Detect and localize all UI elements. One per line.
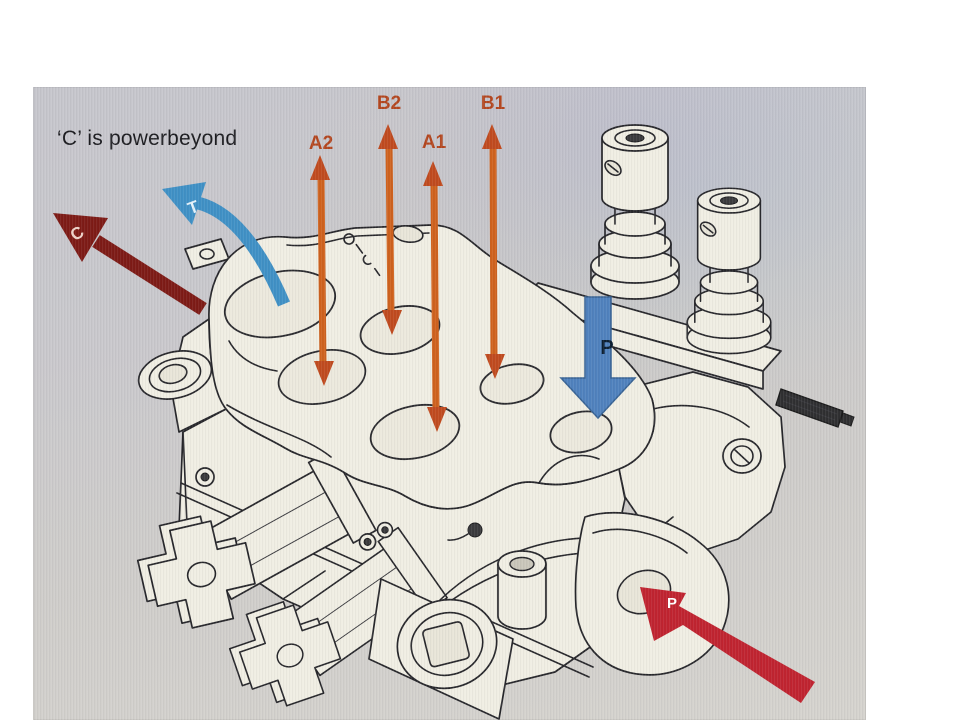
port-label-p-inlet: P	[666, 595, 677, 612]
t-arrow	[162, 182, 290, 307]
annotation-arrows	[53, 124, 815, 703]
port-label-b1: B1	[480, 93, 506, 114]
port-label-p-pressure: P	[600, 337, 614, 359]
c-arrow	[53, 213, 207, 315]
right-face-plug	[722, 438, 762, 474]
a2-arrow	[310, 155, 334, 386]
valve-diagram-svg	[53, 124, 855, 720]
port-b2-opening	[359, 305, 441, 355]
caption-powerbeyond: ‘C’ is powerbeyond	[57, 127, 238, 150]
port-label-a2: A2	[308, 133, 334, 154]
valve-photo: ‘C’ is powerbeyond C T A2 B2 A1 B1 P P	[33, 87, 866, 720]
spool-socket-disc	[396, 598, 498, 690]
port-label-b2: B2	[376, 93, 402, 114]
b1-arrow	[482, 124, 505, 379]
shaft-stub	[775, 388, 855, 428]
p-pressure-arrow	[559, 296, 637, 420]
relief-cap-right	[686, 187, 772, 355]
port-p-opening	[549, 410, 613, 454]
casting-mark	[343, 233, 381, 277]
b2-arrow	[378, 124, 402, 335]
pivot-post	[497, 550, 547, 630]
a1-arrow	[423, 161, 447, 432]
port-label-a1: A1	[421, 132, 447, 153]
detent-pin	[467, 522, 483, 538]
relief-cap-left	[590, 124, 680, 300]
p-inlet-arrow	[640, 587, 815, 703]
